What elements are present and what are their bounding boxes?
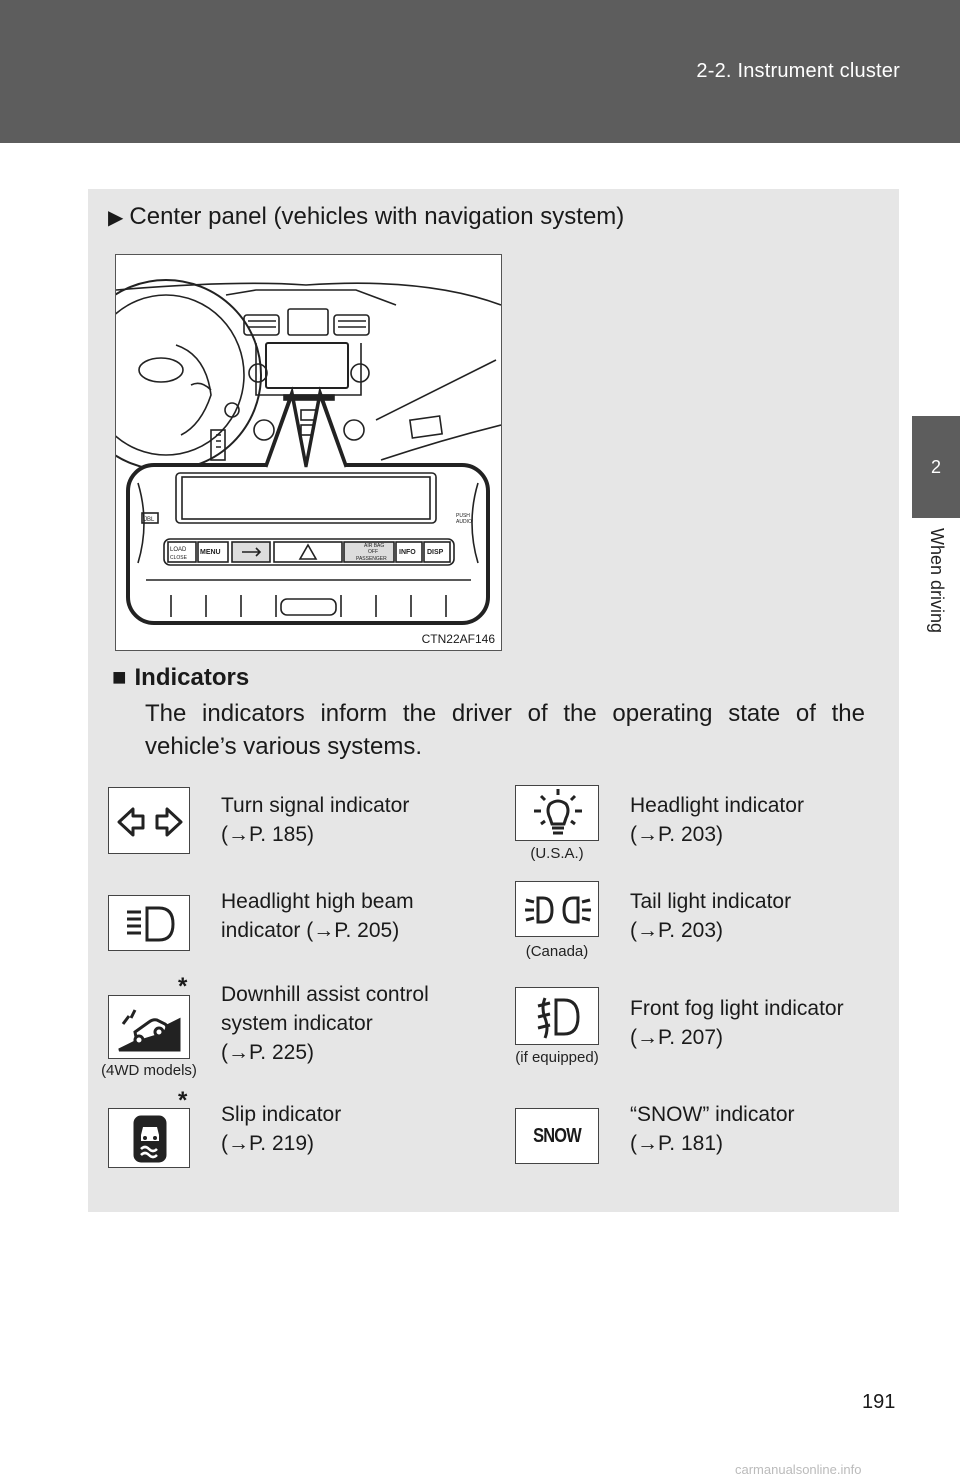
svg-text:PASSENGER: PASSENGER	[356, 556, 387, 562]
svg-text:OFF: OFF	[368, 549, 378, 555]
footnote-asterisk: *	[178, 1087, 188, 1114]
page-number: 191	[862, 1391, 896, 1413]
indicator-text: Headlight indicator (→P. 203)	[630, 791, 804, 849]
chapter-number: 2	[930, 456, 941, 477]
indicator-caption: (4WD models)	[101, 1062, 197, 1079]
indicator-text: Turn signal indicator (→P. 185)	[221, 791, 409, 849]
footnote-asterisk: *	[178, 973, 188, 1000]
indicator-reference: (→P. 181)	[630, 1132, 723, 1155]
indicator-text: Downhill assist control system indicator…	[221, 980, 429, 1067]
indicator-caption: (Canada)	[525, 943, 589, 960]
indicators-heading-text: Indicators	[134, 664, 250, 691]
headlight-icon	[515, 785, 599, 841]
indicator-line: system indicator	[221, 1012, 373, 1035]
svg-text:LOAD: LOAD	[170, 547, 187, 553]
center-panel-illustration: JBL PUSH AUDIO LOAD CLOSE MENU AIR BAG O…	[115, 254, 502, 651]
indicator-text: “SNOW” indicator (→P. 181)	[630, 1100, 795, 1158]
indicator-reference: (→P. 219)	[221, 1132, 314, 1155]
indicator-text: Slip indicator (→P. 219)	[221, 1100, 341, 1158]
indicator-reference: (→P. 203)	[630, 919, 723, 942]
indicator-caption: (if equipped)	[515, 1049, 599, 1066]
indicator-reference: (→P. 207)	[630, 1026, 723, 1049]
indicator-text: Headlight high beam indicator (→P. 205)	[221, 887, 414, 945]
subheading: ▶Center panel (vehicles with navigation …	[108, 203, 624, 231]
svg-text:PUSH: PUSH	[456, 513, 470, 519]
indicator-line: Slip indicator	[221, 1103, 342, 1126]
chapter-label: When driving	[912, 528, 960, 668]
svg-text:DISP: DISP	[427, 549, 444, 556]
svg-text:JBL: JBL	[144, 517, 155, 523]
indicators-heading: ■ Indicators	[112, 664, 249, 692]
high-beam-icon	[108, 895, 190, 951]
front-fog-light-icon	[515, 987, 599, 1045]
indicator-text: Front fog light indicator (→P. 207)	[630, 994, 844, 1052]
indicator-reference: (→P. 185)	[221, 823, 314, 846]
page-header: 2-2. Instrument cluster	[0, 0, 960, 143]
svg-text:CLOSE: CLOSE	[170, 555, 188, 561]
svg-text:INFO: INFO	[399, 549, 416, 556]
indicator-reference: indicator (→P. 205)	[221, 919, 400, 942]
chapter-label-text: When driving	[927, 528, 947, 634]
indicator-reference: (→P. 203)	[630, 823, 723, 846]
indicator-text: Tail light indicator (→P. 203)	[630, 887, 791, 945]
svg-text:MENU: MENU	[200, 549, 221, 556]
tail-light-icon	[515, 881, 599, 937]
section-title: 2-2. Instrument cluster	[696, 60, 900, 82]
indicator-reference: (→P. 225)	[221, 1041, 314, 1064]
subheading-text: Center panel (vehicles with navigation s…	[129, 203, 625, 230]
svg-text:AUDIO: AUDIO	[456, 519, 472, 525]
slip-icon	[108, 1108, 190, 1168]
indicator-line: Downhill assist control	[221, 983, 429, 1006]
indicator-line: “SNOW” indicator	[630, 1103, 795, 1126]
indicators-description: The indicators inform the driver of the …	[145, 700, 865, 760]
triangle-arrow-icon: ▶	[108, 207, 124, 229]
square-bullet-icon: ■	[112, 664, 127, 691]
indicator-line: Tail light indicator	[630, 890, 792, 913]
figure-code: CTN22AF146	[421, 632, 495, 646]
svg-text:AIR BAG: AIR BAG	[364, 543, 384, 549]
indicator-line: Headlight indicator	[630, 794, 804, 817]
indicator-line: Headlight high beam	[221, 890, 414, 913]
downhill-assist-icon	[108, 995, 190, 1059]
indicator-caption: (U.S.A.)	[530, 845, 584, 862]
snow-icon-text: SNOW	[533, 1124, 582, 1147]
snow-icon: SNOW	[515, 1108, 599, 1164]
indicator-line: Turn signal indicator	[221, 794, 410, 817]
watermark: carmanualsonline.info	[735, 1462, 862, 1477]
turn-signal-icon	[108, 787, 190, 854]
indicator-line: Front fog light indicator	[630, 997, 844, 1020]
chapter-tab: 2	[912, 416, 960, 518]
